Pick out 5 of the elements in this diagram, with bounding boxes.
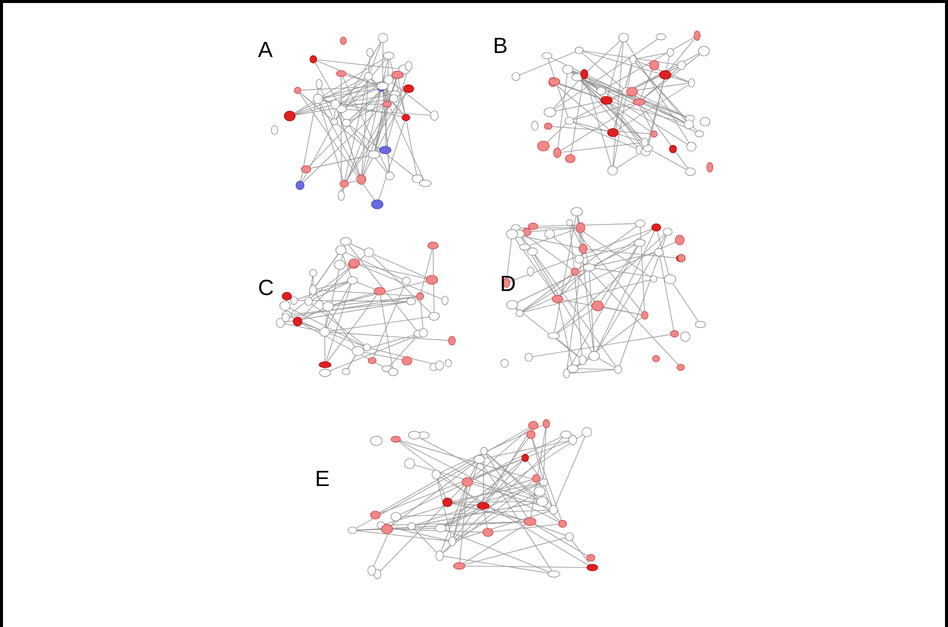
panel-letter: D	[500, 273, 516, 295]
panel-letter: B	[493, 35, 508, 57]
panel-letter: A	[258, 39, 273, 61]
panel-letter: E	[315, 468, 330, 490]
panel-letter: C	[258, 277, 274, 299]
